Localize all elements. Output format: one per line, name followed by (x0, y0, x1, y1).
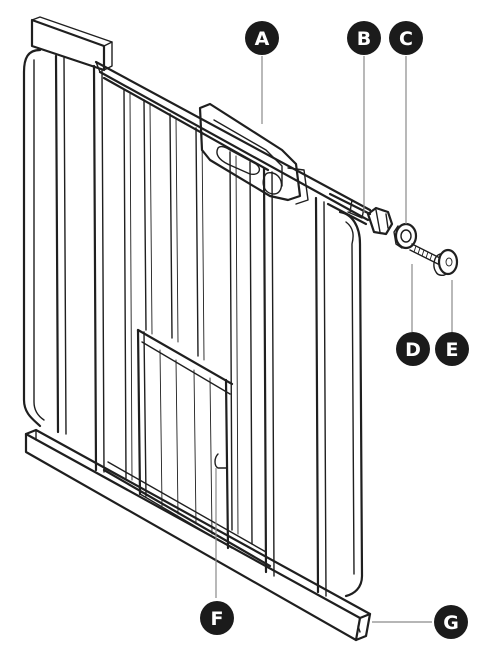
pet-door (136, 328, 234, 550)
svg-text:G: G (443, 612, 459, 634)
svg-text:A: A (255, 28, 270, 50)
svg-text:E: E (446, 339, 459, 361)
wall-cup (433, 248, 459, 277)
threshold-bar (24, 428, 372, 642)
svg-text:F: F (211, 608, 224, 630)
svg-text:D: D (405, 339, 421, 361)
callout-C: C (389, 21, 423, 55)
svg-text:B: B (357, 28, 371, 50)
callout-G: G (434, 605, 468, 639)
callout-A: A (245, 21, 279, 55)
callout-D: D (396, 332, 430, 366)
gate-door (92, 64, 275, 577)
callout-E: E (435, 332, 469, 366)
svg-text:C: C (399, 28, 413, 50)
leader-lines (215, 56, 453, 623)
spindle-rod (326, 192, 372, 226)
frame-right-post (314, 196, 365, 598)
frame-left-post (22, 16, 113, 435)
callout-F: F (200, 601, 234, 635)
callout-B: B (347, 21, 381, 55)
threaded-nut (366, 206, 394, 236)
threaded-bolt (409, 243, 441, 265)
latch-handle (198, 102, 309, 205)
top-rail (94, 60, 372, 222)
